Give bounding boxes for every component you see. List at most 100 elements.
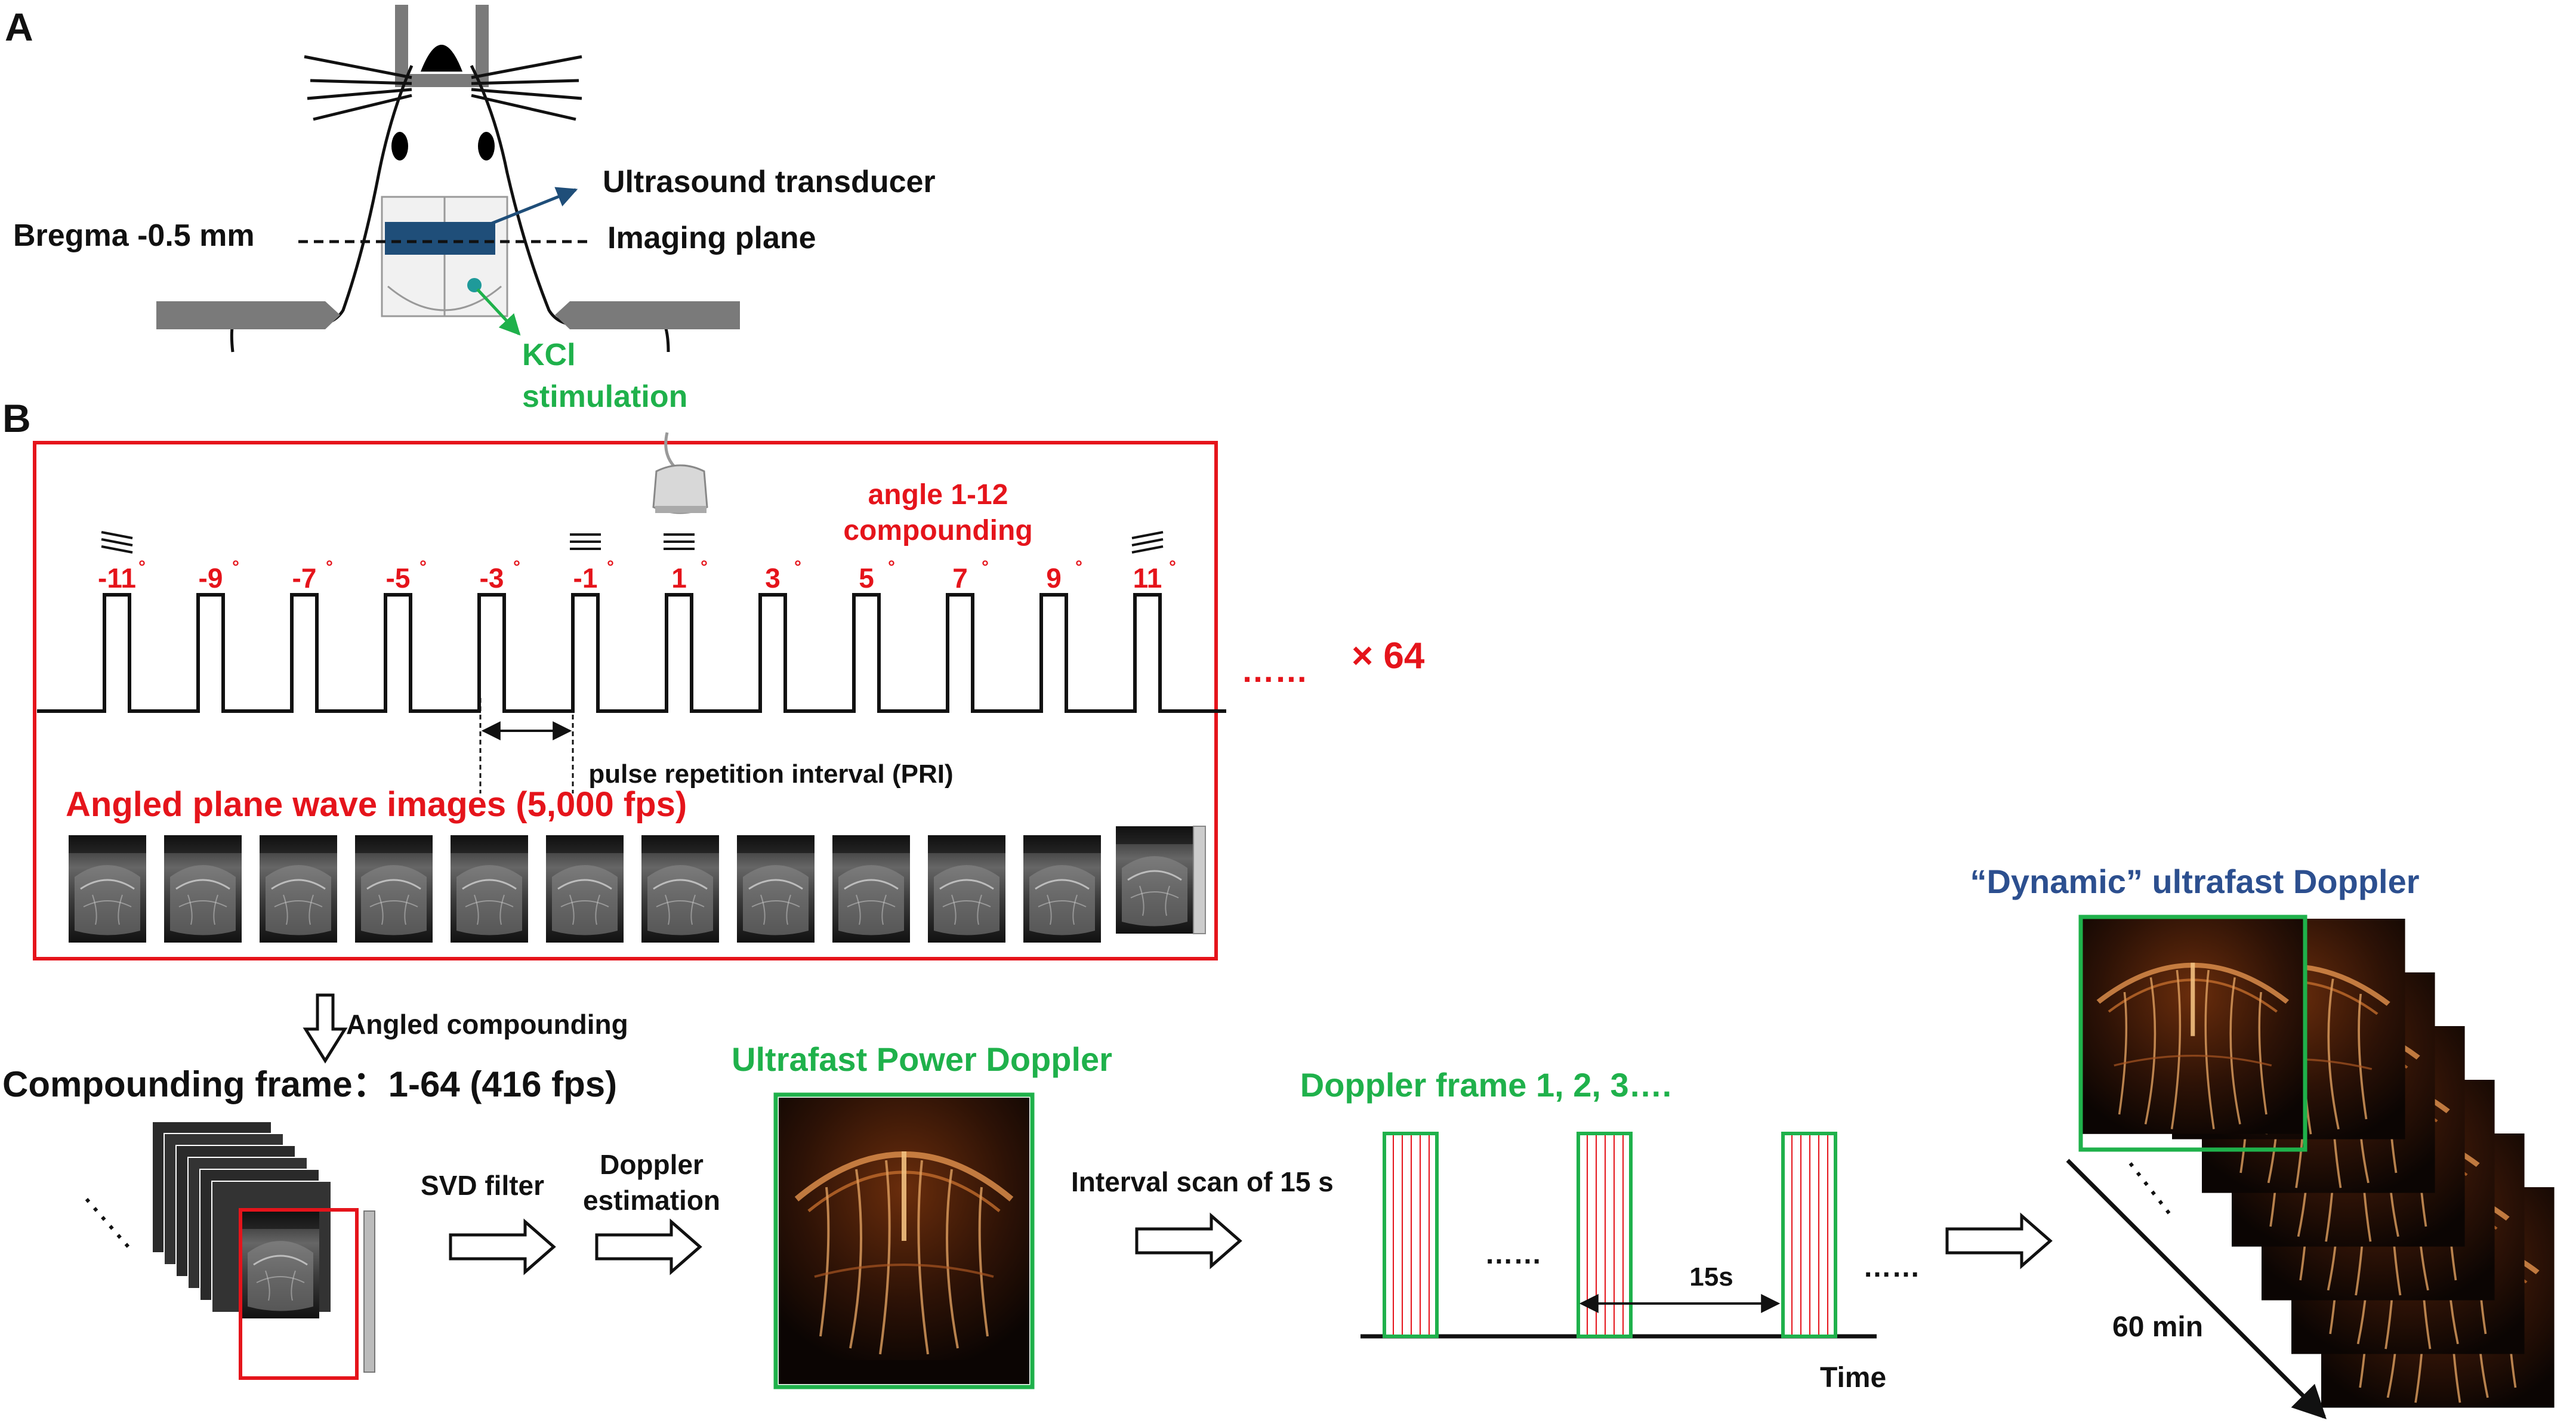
plane-wave-image [258, 834, 338, 944]
plane-wave-image [67, 834, 147, 944]
degree-symbols: ° ° ° ° ° ° ° ° ° ° ° ° [138, 557, 1176, 577]
panel-b-label: B [2, 396, 31, 440]
doppler-frame-timeline [1361, 1132, 1877, 1339]
compounding-frame-stack [85, 1121, 375, 1380]
selected-frame-outline [239, 1208, 359, 1380]
angle-label: -3 [480, 563, 504, 594]
repeat-dots: …… [1241, 651, 1308, 689]
time-label: Time [1820, 1362, 1886, 1394]
angled-compounding-arrow [303, 993, 348, 1064]
imaging-plane-bar [385, 222, 495, 255]
stimulation-label: stimulation [522, 379, 687, 414]
panel-a-label: A [5, 5, 33, 49]
compounding-frame-label: Compounding frame：1-64 (416 fps) [2, 1064, 617, 1104]
dynamic-doppler-stack [2078, 915, 2555, 1408]
imaging-plane-label: Imaging plane [607, 221, 816, 255]
angle-label: 1 [671, 563, 687, 594]
sixty-min-label: 60 min [2112, 1311, 2203, 1343]
dynamic-title: “Dynamic” ultrafast Doppler [1970, 863, 2419, 900]
angle-label: -11 [98, 563, 136, 594]
degree-symbol: ° [326, 557, 333, 577]
plane-wave-image [449, 834, 529, 944]
transducer-arrow [483, 187, 578, 228]
degree-symbol: ° [1075, 557, 1082, 577]
stack-dots [85, 1198, 130, 1248]
time-diagonal-arrow [2066, 1159, 2327, 1419]
doppler-frames-title: Doppler frame 1, 2, 3…. [1300, 1066, 1671, 1104]
dynamic-first-frame [2083, 919, 2303, 1134]
doppler-estimation-arrow [595, 1218, 702, 1275]
interval-scan-arrow [1135, 1212, 1242, 1270]
transducer-label: Ultrasound transducer [603, 165, 936, 199]
plane-wave-image [354, 834, 434, 944]
doppler-frame-1 [1383, 1132, 1439, 1338]
panel-a: A [5, 5, 936, 414]
ultrasound-probe-icon [652, 432, 708, 514]
ear-bar-right [555, 301, 740, 329]
degree-symbol: ° [232, 557, 239, 577]
angle-labels: -11 -9 -7 -5 -3 -1 1 3 5 7 9 11 [98, 563, 1162, 594]
doppler-frame-2 [1577, 1132, 1633, 1338]
plane-wave-image [927, 834, 1007, 944]
degree-symbol: ° [701, 557, 708, 577]
degree-symbol: ° [138, 557, 146, 577]
plane-wave-image [736, 834, 816, 944]
whiskers [304, 55, 582, 121]
interval-scan-label: Interval scan of 15 s [1071, 1166, 1334, 1197]
kcl-injection-dot [467, 278, 482, 292]
plane-wave-image [1115, 825, 1195, 935]
power-doppler-frame [773, 1092, 1035, 1389]
degree-symbol: ° [1169, 557, 1176, 577]
angle-label: -1 [573, 563, 598, 594]
dynamic-arrow [1945, 1212, 2053, 1270]
plane-wave-thumbnails [67, 825, 1206, 944]
plane-wave-title: Angled plane wave images (5,000 fps) [66, 785, 687, 824]
timeline-dots-b: …… [1863, 1252, 1920, 1283]
rat-eye-right [478, 132, 495, 160]
rat-eye-left [391, 132, 408, 160]
degree-symbol: ° [888, 557, 895, 577]
degree-symbol: ° [513, 557, 520, 577]
angle-compounding-line2: compounding [843, 515, 1032, 546]
degree-symbol: ° [607, 557, 614, 577]
doppler-estimation-line1: Doppler [600, 1149, 704, 1180]
kcl-arrow [476, 288, 521, 336]
compounding-frame-image [240, 1210, 320, 1320]
degree-symbol: ° [794, 557, 801, 577]
kcl-label: KCl [522, 338, 576, 372]
svd-arrow [449, 1218, 556, 1275]
interval-15s-label: 15s [1689, 1262, 1733, 1292]
wave-angle-glyphs [101, 531, 1164, 554]
power-doppler-image [779, 1098, 1029, 1360]
rat-nose [421, 45, 462, 72]
grayscale-bar [1193, 826, 1206, 934]
degree-symbol: ° [982, 557, 989, 577]
angled-compounding-label: Angled compounding [346, 1009, 628, 1040]
angle-label: 11 [1133, 563, 1162, 594]
repeat-times: × 64 [1352, 635, 1425, 677]
nose-holder [395, 5, 489, 87]
dynamic-first-frame-outline [2078, 915, 2307, 1152]
pri-label: pulse repetition interval (PRI) [588, 759, 953, 789]
ear-bar-left [156, 301, 340, 329]
doppler-estimation-line2: estimation [583, 1185, 720, 1216]
plane-wave-image [1022, 834, 1102, 944]
pulse-train [37, 593, 1226, 713]
plane-wave-image [163, 834, 243, 944]
angle-label: 9 [1046, 563, 1062, 594]
power-doppler-title: Ultrafast Power Doppler [732, 1040, 1112, 1078]
doppler-frame-3 [1781, 1132, 1837, 1338]
angle-label: 7 [952, 563, 968, 594]
angle-compounding-line1: angle 1-12 [868, 479, 1008, 511]
plane-wave-box [33, 441, 1218, 960]
angle-label: 3 [765, 563, 780, 594]
timeline-dots-a: …… [1485, 1238, 1542, 1270]
degree-symbol: ° [419, 557, 427, 577]
angle-label: -5 [386, 563, 411, 594]
plane-wave-image [831, 834, 911, 944]
svd-label: SVD filter [421, 1170, 544, 1201]
angle-label: -9 [199, 563, 223, 594]
plane-wave-image [640, 834, 720, 944]
angle-label: -7 [292, 563, 317, 594]
